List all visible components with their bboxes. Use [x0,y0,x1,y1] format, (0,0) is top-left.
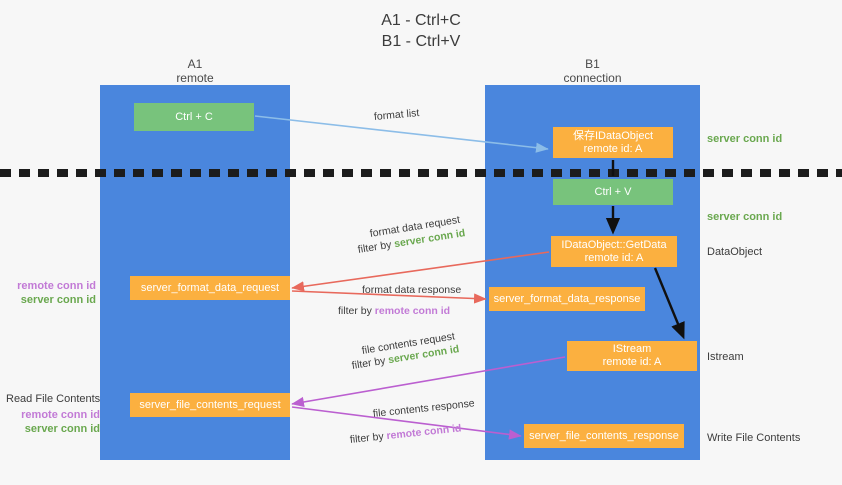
annotation-remote-conn-id-1: remote conn id [17,280,96,292]
label-format-data-response: format data response [362,284,462,296]
annotation-server-conn-id-top: server conn id [707,133,783,145]
box-store-idataobject-remote-id: remote id: A [583,142,643,155]
box-server-format-data-response[interactable]: server_format_data_response [489,287,645,311]
box-server-format-data-request-label: server_format_data_request [140,281,280,294]
column-header-b1: B1 connection [485,57,700,85]
arrow-file-contents-request [291,356,566,408]
annotation-write-file-contents: Write File Contents [707,432,801,444]
title-line-2: B1 - Ctrl+V [381,33,461,50]
column-header-a1: A1 remote [100,57,290,85]
arrow-getdata-to-istream [653,267,685,340]
annotation-read-file-contents: Read File Contents [6,393,101,405]
box-idataobject-getdata-remote-id: remote id: A [584,251,644,264]
box-idataobject-getdata[interactable]: IDataObject::GetData remote id: A [551,236,677,267]
box-store-idataobject-label: 保存IDataObject [572,129,654,142]
box-ctrl-v[interactable]: Ctrl + V [553,179,673,205]
annotation-dataobject: DataObject [707,246,763,258]
arrow-format-data-request [291,251,550,292]
box-server-file-contents-request-label: server_file_contents_request [139,398,281,411]
annotation-server-conn-id-2: server conn id [24,423,100,435]
box-server-file-contents-response-label: server_file_contents_response [529,429,679,442]
arrow-file-contents-response [291,406,522,440]
annotation-conn-ids-lower: remote conn id server conn id [8,408,100,436]
column-b1-name: B1 [585,57,600,71]
box-idataobject-getdata-label: IDataObject::GetData [561,238,667,251]
box-istream-remote-id: remote id: A [602,356,662,368]
box-server-file-contents-request[interactable]: server_file_contents_request [130,393,290,417]
annotation-server-conn-id-mid: server conn id [707,211,783,223]
title-line-1: A1 - Ctrl+C [381,12,461,29]
arrow-format-list [254,115,549,153]
annotation-remote-conn-id-2: remote conn id [21,409,100,421]
box-ctrl-v-label: Ctrl + V [594,185,632,198]
box-ctrl-c-label: Ctrl + C [175,110,213,123]
box-istream-label: IStream [612,343,652,355]
box-server-format-data-request[interactable]: server_format_data_request [130,276,290,300]
column-a1-role: remote [176,71,214,85]
column-a1-name: A1 [187,57,203,71]
column-b1-role: connection [563,71,622,85]
arrow-format-data-response [291,290,487,304]
page-title: A1 - Ctrl+C B1 - Ctrl+V [0,10,842,52]
box-store-idataobject[interactable]: 保存IDataObject remote id: A [553,127,673,158]
box-server-file-contents-response[interactable]: server_file_contents_response [524,424,684,448]
box-server-format-data-response-label: server_format_data_response [493,292,641,305]
box-istream[interactable]: IStream remote id: A [567,341,697,371]
label-format-data-response-filter: filter by remote conn id [338,305,450,318]
annotation-server-conn-id-1: server conn id [20,294,96,306]
box-ctrl-c[interactable]: Ctrl + C [134,103,254,131]
annotation-conn-ids-upper: remote conn id server conn id [8,279,96,307]
annotation-istream: Istream [707,351,744,363]
label-filter-prefix-2: filter by [338,305,375,317]
label-filter-prefix-4: filter by [349,430,388,446]
label-filter-value-2: remote conn id [374,305,451,317]
